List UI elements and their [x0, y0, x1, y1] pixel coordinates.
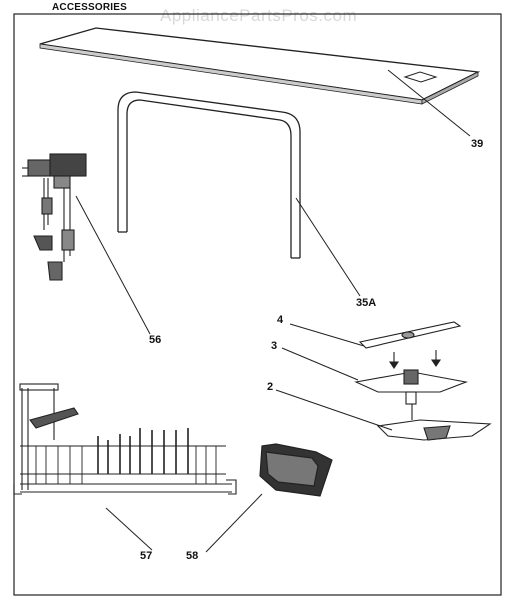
callout-57[interactable]: 57 [140, 550, 153, 562]
part-3-arm [354, 369, 469, 405]
section-title: ACCESSORIES [52, 2, 127, 13]
part-39-panel [39, 27, 481, 105]
callout-39[interactable]: 39 [471, 138, 484, 150]
leader-lines [75, 69, 471, 553]
callout-58[interactable]: 58 [186, 550, 199, 562]
callout-4[interactable]: 4 [277, 314, 284, 326]
diagram-border [13, 13, 502, 596]
callout-3[interactable]: 3 [271, 340, 278, 352]
watermark: AppliancePartsPros.com [160, 6, 358, 25]
part-58-basket [259, 443, 333, 497]
callout-2[interactable]: 2 [267, 381, 274, 393]
part-35a-tube [117, 91, 301, 259]
part-57-rack [13, 383, 237, 495]
part-56-harness [22, 153, 87, 281]
callout-56[interactable]: 56 [149, 334, 162, 346]
part-4-spray-arm [358, 321, 462, 369]
callout-35a[interactable]: 35A [356, 297, 377, 309]
part-2-lower-arm [376, 404, 492, 441]
